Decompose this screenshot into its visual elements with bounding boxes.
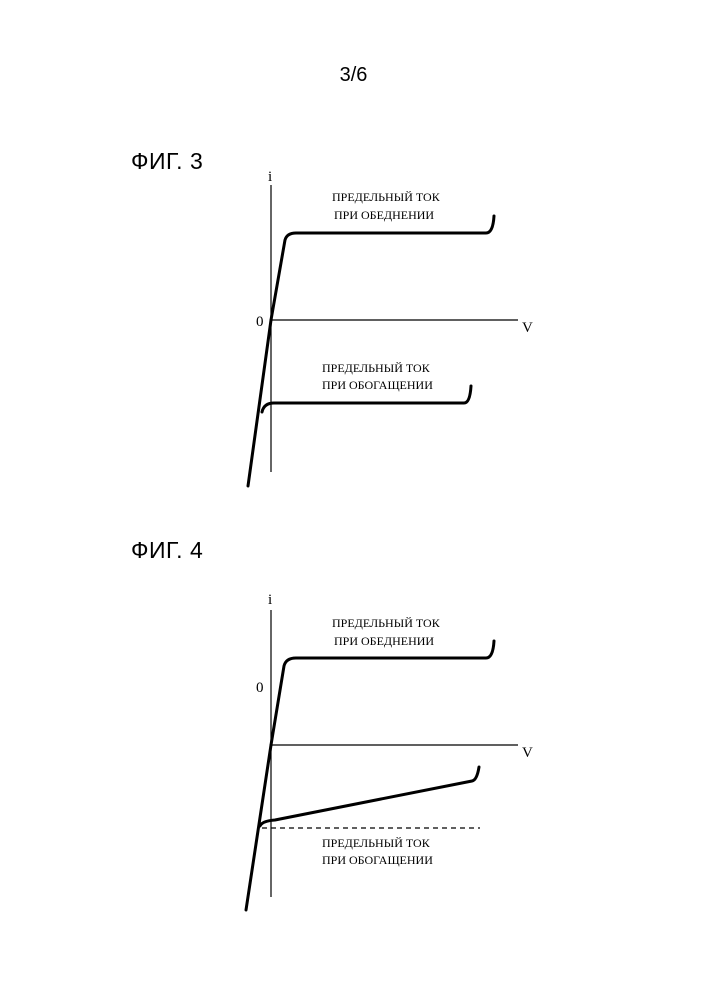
fig4-origin-label: 0 [256, 680, 264, 696]
fig3-origin-label: 0 [256, 314, 264, 330]
figure-4-title: ФИГ. 4 [131, 537, 203, 564]
fig3-enrichment-curve [248, 320, 471, 486]
fig4-depletion-curve [271, 641, 494, 745]
fig3-depletion-label-line1: ПРЕДЕЛЬНЫЙ ТОК [332, 190, 441, 204]
fig3-depletion-curve [271, 216, 494, 320]
fig4-x-axis-label: V [522, 745, 533, 761]
fig4-y-axis-label: i [268, 592, 272, 608]
fig4-enrichment-label-line2: ПРИ ОБОГАЩЕНИИ [322, 853, 433, 867]
fig3-x-axis-label: V [522, 320, 533, 336]
fig4-depletion-label-line2: ПРИ ОБЕДНЕНИИ [334, 634, 434, 648]
figure-3-diagram: i V 0 ПРЕДЕЛЬНЫЙ ТОК ПРИ ОБЕДНЕНИИ ПРЕДЕ… [0, 160, 707, 500]
fig4-depletion-label-line1: ПРЕДЕЛЬНЫЙ ТОК [332, 616, 441, 630]
fig3-enrichment-label-line1: ПРЕДЕЛЬНЫЙ ТОК [322, 361, 431, 375]
figure-4-diagram: i V 0 ПРЕДЕЛЬНЫЙ ТОК ПРИ ОБЕДНЕНИИ ПРЕДЕ… [0, 585, 707, 915]
fig4-enrichment-label-line1: ПРЕДЕЛЬНЫЙ ТОК [322, 836, 431, 850]
fig3-depletion-label-line2: ПРИ ОБЕДНЕНИИ [334, 208, 434, 222]
fig3-enrichment-label-line2: ПРИ ОБОГАЩЕНИИ [322, 378, 433, 392]
fig3-y-axis-label: i [268, 169, 272, 185]
page-number: 3/6 [0, 64, 707, 87]
